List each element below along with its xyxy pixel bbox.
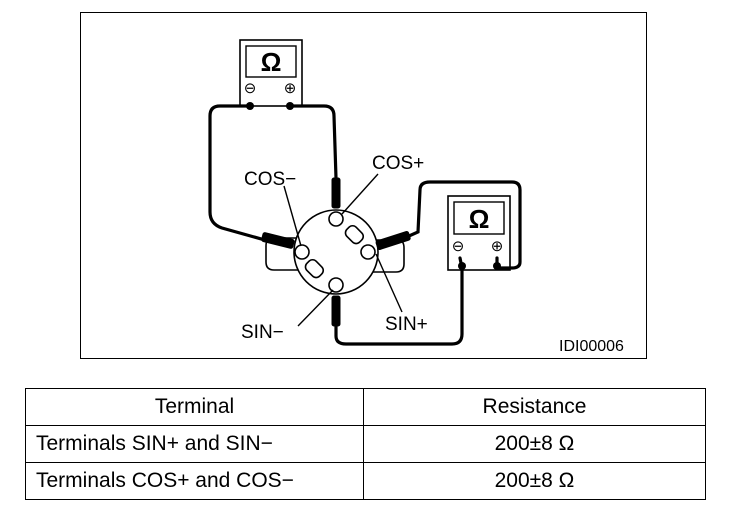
plus-terminal-icon: ⊕	[284, 80, 297, 97]
ohmmeter-top: Ω ⊖ ⊕	[239, 39, 303, 107]
resistance-spec-table: Terminal Resistance Terminals SIN+ and S…	[25, 388, 706, 500]
probe-cos-minus	[261, 232, 295, 249]
lead-cos-plus	[288, 104, 338, 180]
label-sin-minus: SIN−	[241, 322, 284, 343]
label-cos-plus: COS+	[372, 153, 424, 174]
leader-lines	[283, 173, 403, 327]
ohm-symbol-icon: Ω	[469, 204, 490, 234]
test-leads	[208, 104, 522, 346]
label-sin-plus: SIN+	[385, 314, 428, 335]
minus-terminal-icon: ⊖	[244, 80, 257, 97]
table-header-row: Terminal Resistance	[25, 388, 706, 426]
minus-terminal-icon: ⊖	[452, 238, 465, 255]
plus-terminal-icon: ⊕	[491, 238, 504, 255]
terminal-pins	[294, 211, 376, 293]
ohmmeter-right: Ω ⊖ ⊕	[447, 195, 511, 271]
pin-slot-upper-right	[344, 224, 365, 245]
pin-cos-plus	[328, 211, 344, 227]
probe-cos-plus	[331, 177, 341, 209]
ohm-symbol-icon: Ω	[261, 47, 282, 77]
table-row: Terminals COS+ and COS− 200±8 Ω	[25, 462, 706, 500]
resistance-cell: 200±8 Ω	[363, 425, 706, 463]
header-terminal: Terminal	[25, 388, 364, 426]
lead-cos-minus	[208, 104, 274, 244]
pin-sin-minus	[328, 277, 344, 293]
probe-sin-minus	[331, 295, 341, 327]
lead-sin-plus	[398, 180, 522, 270]
table-row: Terminals SIN+ and SIN− 200±8 Ω	[25, 425, 706, 463]
probe-sin-plus	[375, 230, 411, 250]
diagram-frame	[80, 12, 647, 359]
terminal-cell: Terminals SIN+ and SIN−	[25, 425, 364, 463]
resistance-cell: 200±8 Ω	[363, 462, 706, 500]
pin-slot-lower-left	[304, 258, 325, 279]
probe-tips	[261, 177, 411, 327]
header-resistance: Resistance	[363, 388, 706, 426]
label-cos-minus: COS−	[244, 169, 296, 190]
terminal-cell: Terminals COS+ and COS−	[25, 462, 364, 500]
lead-sin-minus	[334, 256, 464, 346]
pin-sin-plus	[360, 244, 376, 260]
figure-id: IDI00006	[559, 338, 624, 355]
pin-cos-minus	[294, 244, 310, 260]
meter-terminal-dots	[246, 102, 501, 270]
